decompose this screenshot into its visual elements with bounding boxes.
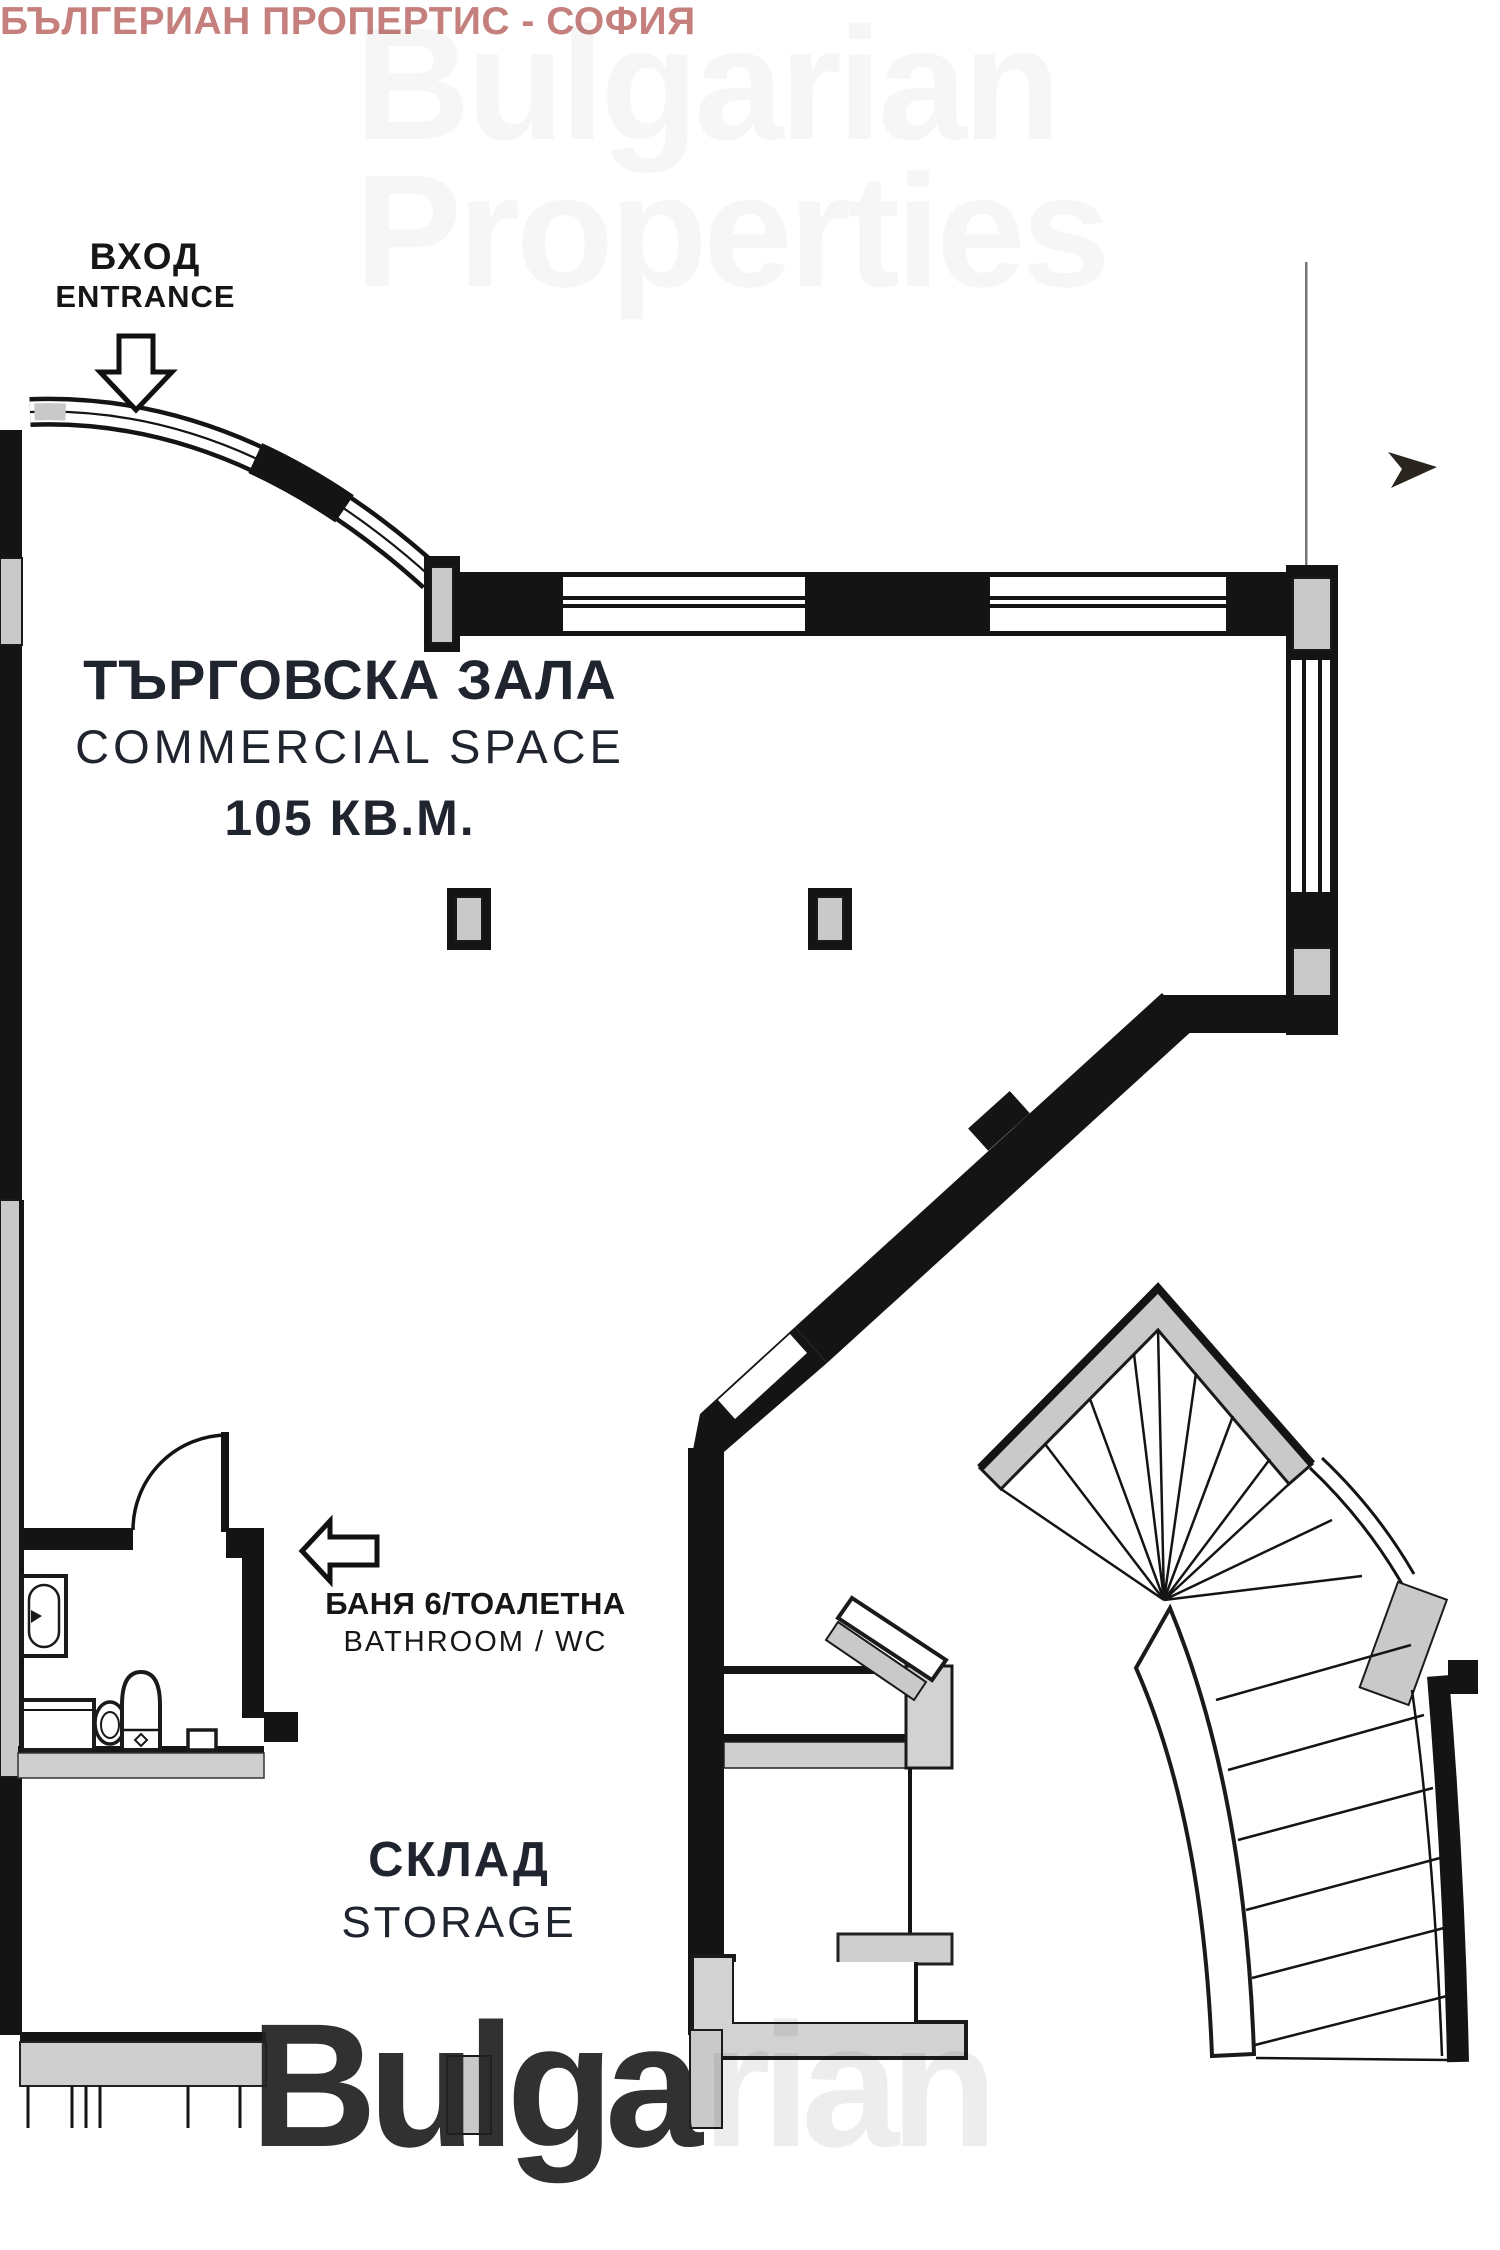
stair-lower-steps <box>1215 1643 1451 2062</box>
top-windows <box>563 572 1226 636</box>
commercial-label-en: COMMERCIAL SPACE <box>75 720 625 774</box>
entrance-arrow-icon <box>94 333 178 414</box>
storage-label: СКЛАД STORAGE <box>294 1826 624 1963</box>
stair-inner-rail <box>1133 1603 1257 2059</box>
bathtub-faucet <box>31 1610 42 1623</box>
bathroom-fixtures <box>20 1574 218 1752</box>
entrance-label-en: ENTRANCE <box>55 278 236 314</box>
bottom-walls <box>19 2029 723 2135</box>
commercial-space-label: ТЪРГОВСКА ЗАЛА COMMERCIAL SPACE 105 КВ.М… <box>25 648 675 848</box>
bathroom-label: БАНЯ 6/ТОАЛЕТНА BATHROOM / WC <box>278 1586 673 1659</box>
bathroom-label-en: BATHROOM / WC <box>343 1625 608 1658</box>
entrance-label-bg: ВХОД <box>89 236 202 277</box>
storage-label-en: STORAGE <box>341 1898 577 1948</box>
shelf-dividers <box>26 2086 242 2128</box>
shower-tray <box>20 1698 96 1752</box>
bathroom-arrow-icon <box>298 1514 380 1588</box>
door-swing-arc <box>131 1433 229 1531</box>
commercial-label-bg: ТЪРГОВСКА ЗАЛА <box>83 648 617 711</box>
interior-walls <box>688 993 1338 2035</box>
stair-pillar <box>1358 1580 1449 1707</box>
interior-pillars <box>447 888 852 950</box>
reference-line <box>1305 262 1308 565</box>
north-arrow-icon <box>1388 452 1437 488</box>
storage-label-bg: СКЛАД <box>368 1833 550 1887</box>
stair-fan-steps <box>1000 1329 1363 1602</box>
curved-window-wall <box>29 395 460 652</box>
commercial-area: 105 КВ.М. <box>224 790 476 847</box>
bathroom-label-bg: БАНЯ 6/ТОАЛЕТНА <box>325 1586 626 1621</box>
storage-fixtures <box>690 1595 968 2060</box>
door-leaf <box>221 1432 229 1532</box>
right-wall-window <box>1286 577 1332 1029</box>
bidet-box <box>186 1728 218 1752</box>
entrance-label: ВХОД ENTRANCE <box>18 236 273 314</box>
staircase <box>977 1282 1478 2063</box>
agency-footer: БЪЛГЕРИАН ПРОПЕРТИС - СОФИЯ <box>0 0 696 43</box>
